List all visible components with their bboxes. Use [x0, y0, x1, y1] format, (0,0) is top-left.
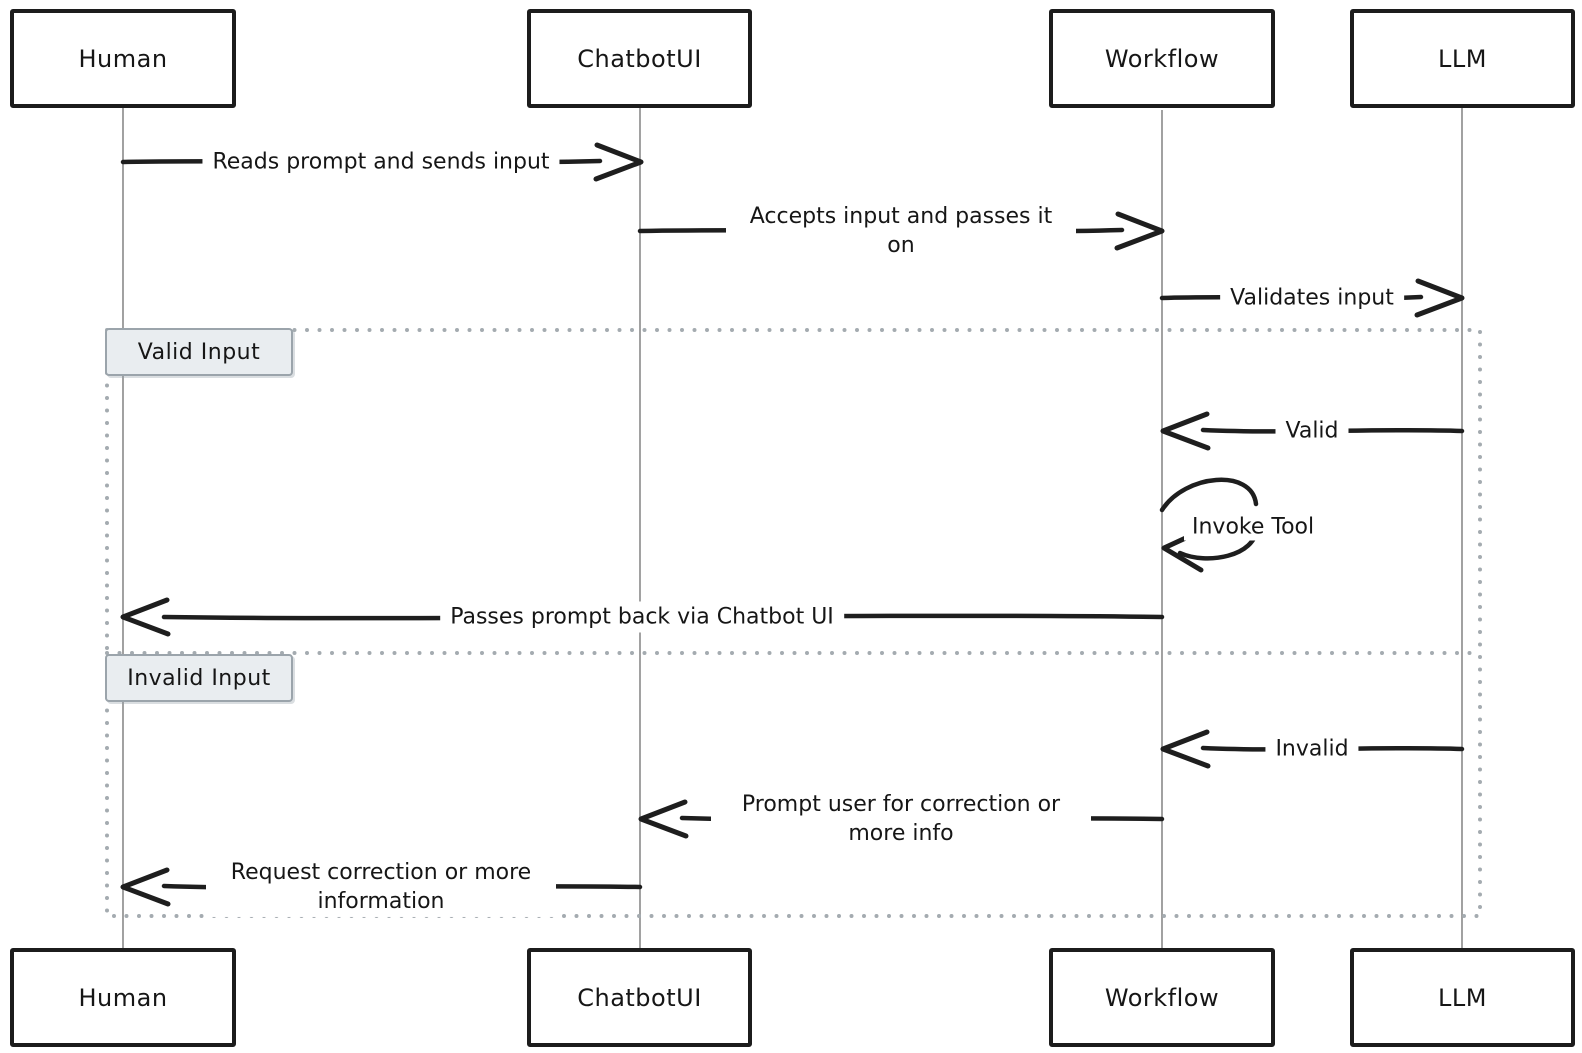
actor-bottom-chatbotui: ChatbotUI — [527, 948, 752, 1047]
arrowhead-right-2 — [1114, 211, 1165, 251]
section-label-text: Invalid Input — [127, 665, 271, 691]
self-loop-top — [1159, 477, 1259, 513]
message-label-prompt-user: Prompt user for correction or more info — [711, 788, 1091, 850]
arrowhead-right-3 — [1414, 278, 1465, 318]
actor-bottom-human: Human — [10, 948, 236, 1047]
actor-label: Human — [78, 983, 168, 1012]
message-label-passes-prompt-back: Passes prompt back via Chatbot UI — [440, 601, 844, 633]
actor-top-llm: LLM — [1350, 9, 1575, 108]
actor-label: Human — [78, 44, 168, 73]
actor-label: LLM — [1438, 983, 1487, 1012]
actor-label: ChatbotUI — [577, 44, 702, 73]
arrowhead-left-4 — [1160, 411, 1211, 451]
actor-top-workflow: Workflow — [1049, 9, 1275, 108]
section-label-invalid-input: Invalid Input — [105, 654, 293, 702]
arrowhead-right-1 — [593, 142, 644, 182]
actor-top-chatbotui: ChatbotUI — [527, 9, 752, 108]
arrowhead-left-6 — [120, 597, 171, 637]
actor-label: Workflow — [1104, 983, 1220, 1012]
message-label-validates-input: Validates input — [1220, 282, 1404, 314]
arrowhead-left-7 — [1160, 729, 1211, 769]
actor-bottom-workflow: Workflow — [1049, 948, 1275, 1047]
actor-bottom-llm: LLM — [1350, 948, 1575, 1047]
message-label-reads-prompt: Reads prompt and sends input — [202, 146, 560, 178]
actor-label: LLM — [1438, 44, 1487, 73]
arrowhead-left-9 — [120, 867, 171, 907]
message-label-valid: Valid — [1275, 415, 1349, 447]
actor-label: ChatbotUI — [577, 983, 702, 1012]
message-label-invoke-tool: Invoke Tool — [1184, 513, 1323, 541]
actor-label: Workflow — [1104, 44, 1220, 73]
alt-frame-border — [105, 328, 1482, 918]
message-label-invalid: Invalid — [1265, 733, 1359, 765]
actor-top-human: Human — [10, 9, 236, 108]
message-label-request-correction: Request correction or more information — [206, 856, 556, 918]
section-label-text: Valid Input — [137, 339, 261, 365]
arrowhead-left-8 — [638, 799, 689, 839]
message-label-accepts-input: Accepts input and passes it on — [726, 200, 1076, 262]
section-label-valid-input: Valid Input — [105, 328, 293, 376]
